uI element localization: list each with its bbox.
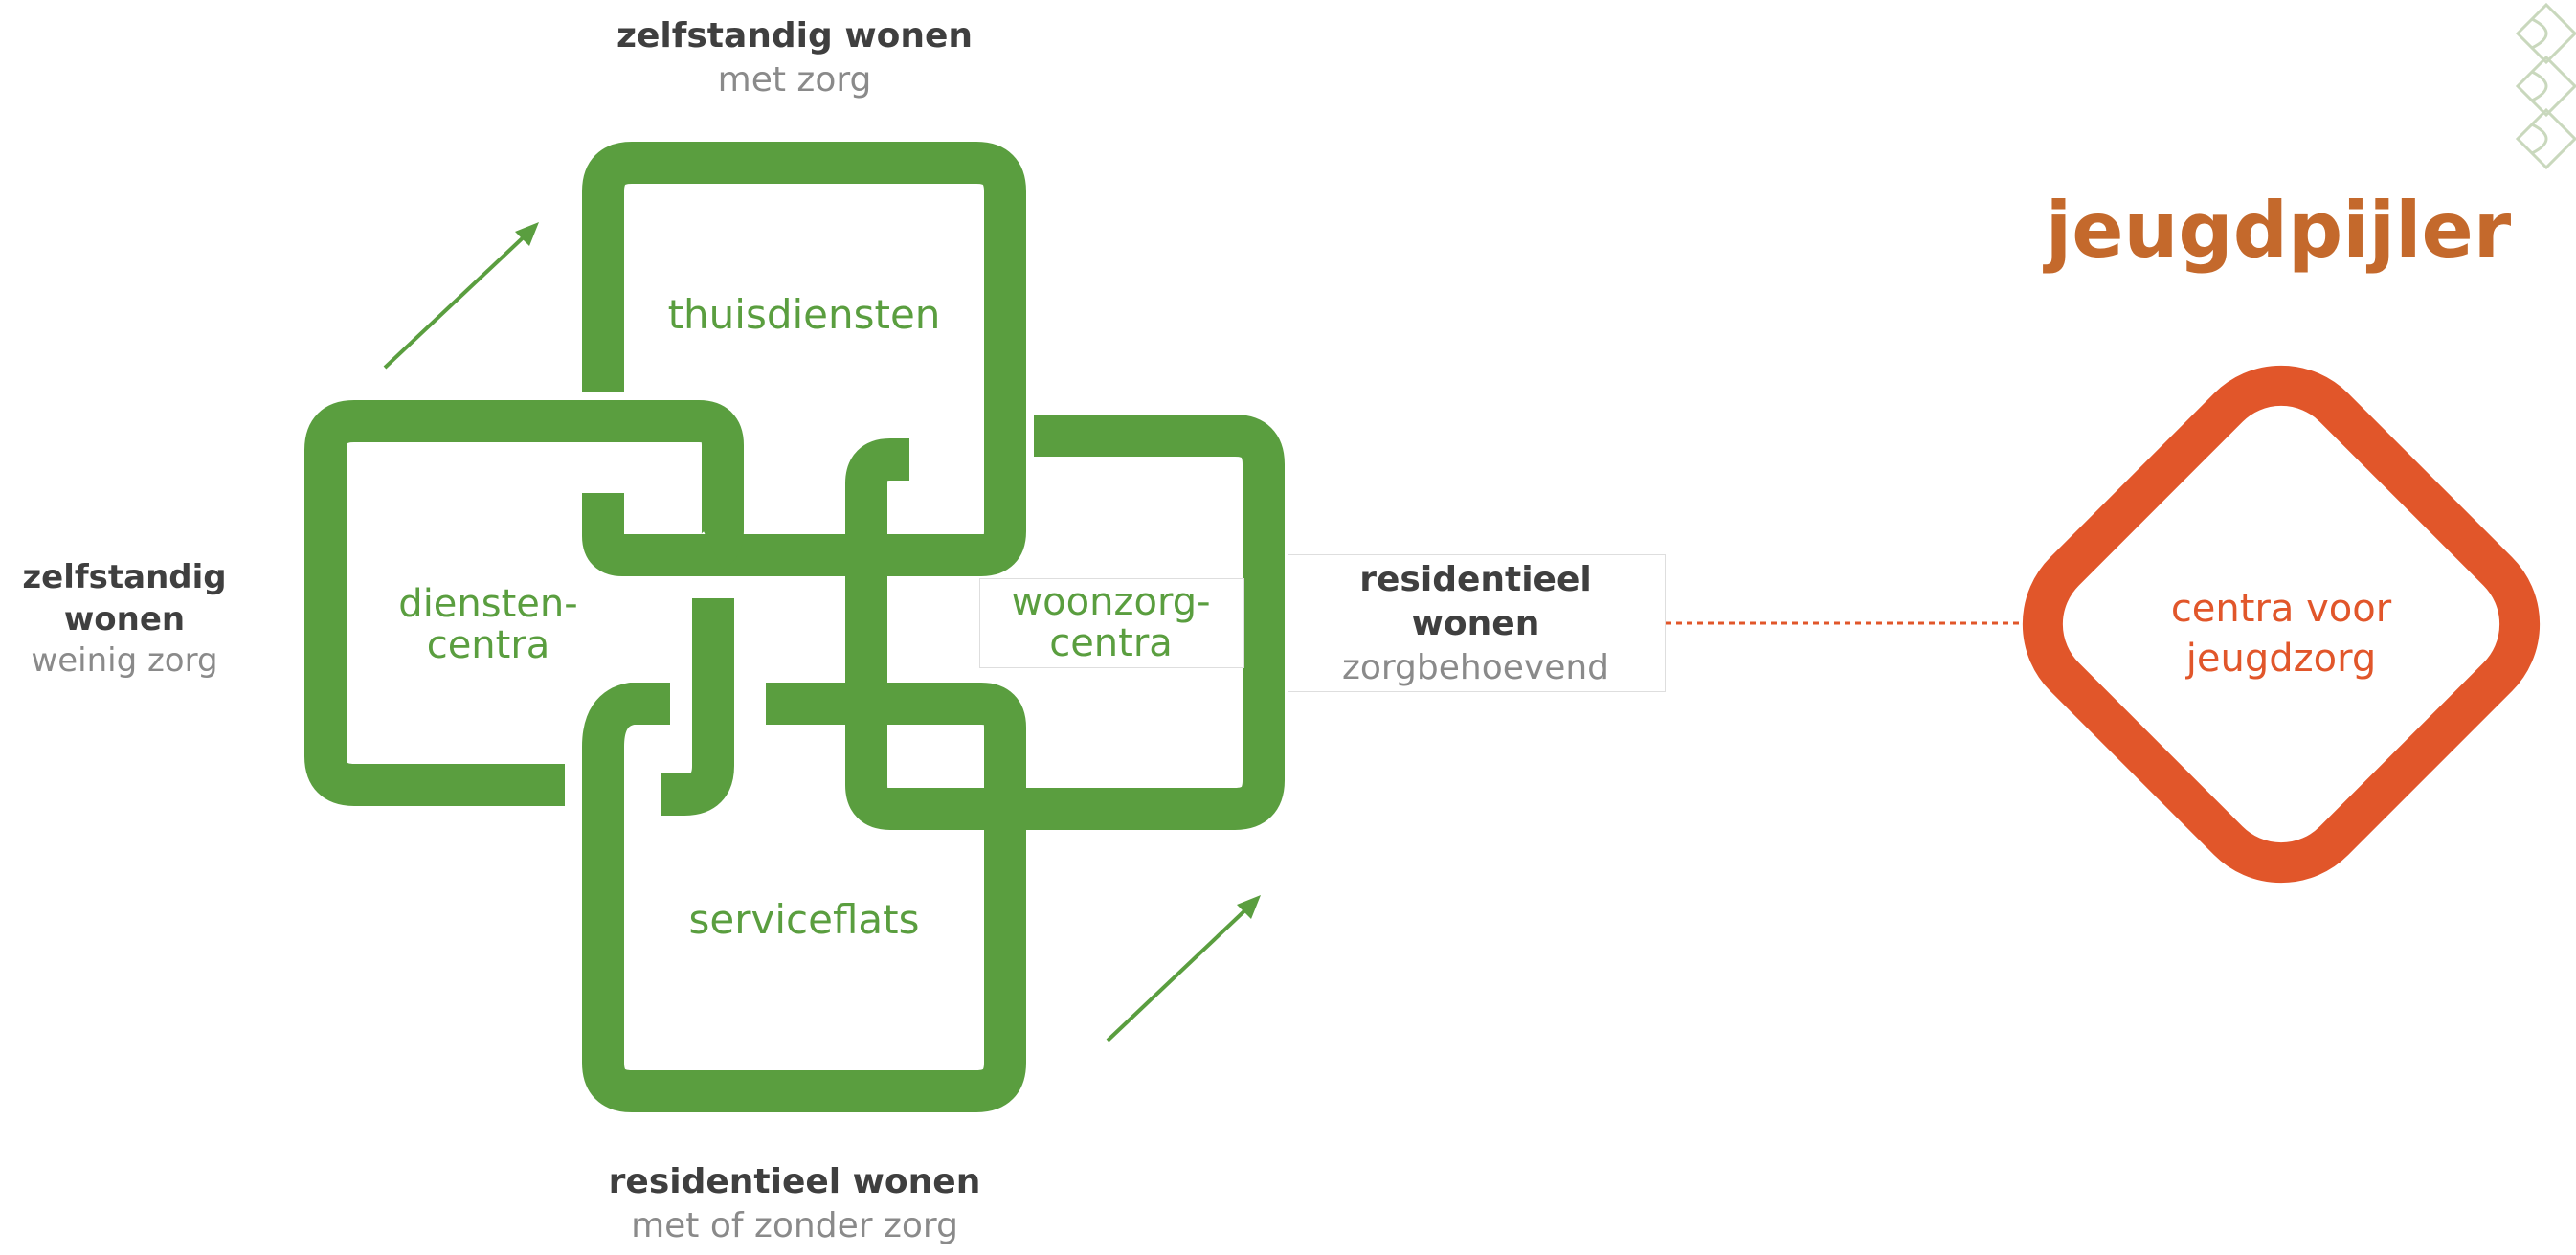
loop-label-serviceflats: serviceflats (688, 896, 920, 943)
loop-label-dienstencentra-line1: diensten- (398, 582, 578, 626)
arrow-up-right-icon (1106, 895, 1261, 1042)
arrow-up-right-icon (383, 222, 539, 370)
loop-label-thuisdiensten: thuisdiensten (667, 291, 941, 338)
right-label-line3: zorgbehoevend (1341, 648, 1610, 688)
loop-label-woonzorgcentra-line2: centra (1049, 621, 1173, 666)
loop-label-woonzorgcentra-line1: woonzorg- (1011, 580, 1211, 624)
woonzorgcentra-box (979, 578, 1244, 668)
bottom-label-line2: met of zonder zorg (631, 1206, 958, 1246)
right-label-line1: residentieel (1359, 560, 1592, 599)
left-label: zelfstandig wonen weinig zorg (5, 557, 244, 683)
left-label-line1: zelfstandig (22, 558, 227, 596)
left-label-line2: wonen (63, 599, 186, 639)
left-label-line3: weinig zorg (31, 641, 218, 681)
jeugdzorg-diamond (2022, 365, 2541, 884)
loop-label-woonzorgcentra: woonzorg- centra (979, 580, 1243, 666)
pillar-title: jeugdpijler (2045, 186, 2512, 275)
loop-top-thuisdiensten (582, 142, 1026, 576)
loop-bottom-serviceflats (582, 683, 1026, 1112)
top-label: zelfstandig wonen met zorg (536, 14, 1053, 102)
loop-left-dienstencentra-inner (661, 598, 734, 816)
bottom-label-line1: residentieel wonen (608, 1162, 981, 1201)
diamond-label-line2: jeugdzorg (2185, 637, 2377, 681)
loop-left-dienstencentra (304, 400, 744, 806)
bottom-label: residentieel wonen met of zonder zorg (536, 1160, 1053, 1248)
right-label-line2: wonen (1411, 604, 1540, 644)
loop-label-dienstencentra: diensten- centra (364, 582, 613, 668)
loop-right-woonzorgcentra (845, 415, 1285, 830)
right-label-box (1288, 554, 1666, 692)
top-label-line2: met zorg (717, 60, 872, 101)
loop-label-dienstencentra-line2: centra (426, 623, 550, 668)
decorative-pattern-icon (2515, 2, 2576, 170)
top-label-line1: zelfstandig wonen (616, 16, 973, 56)
right-label: residentieel wonen zorgbehoevend (1288, 558, 1664, 690)
diamond-label: centra voor jeugdzorg (2123, 584, 2439, 684)
diamond-label-line1: centra voor (2170, 587, 2392, 631)
